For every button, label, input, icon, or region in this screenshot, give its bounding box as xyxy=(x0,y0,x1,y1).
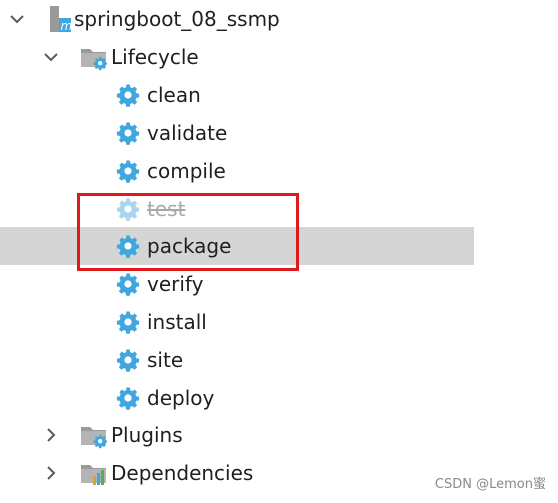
phase-label: verify xyxy=(147,272,204,296)
lifecycle-phase-package[interactable]: package xyxy=(0,227,474,265)
chevron-right-icon[interactable] xyxy=(42,426,60,444)
phase-label: package xyxy=(147,234,232,258)
dependencies-folder-icon xyxy=(80,461,110,487)
plugins-folder-icon xyxy=(80,423,110,449)
lifecycle-phase-verify[interactable]: verify xyxy=(0,265,474,303)
dependencies-label: Dependencies xyxy=(111,461,254,485)
lifecycle-phase-deploy[interactable]: deploy xyxy=(0,379,474,417)
phase-label: validate xyxy=(147,121,228,145)
lifecycle-label: Lifecycle xyxy=(111,45,199,69)
chevron-down-icon[interactable] xyxy=(8,10,26,28)
gear-icon xyxy=(116,159,140,183)
gear-icon xyxy=(116,348,140,372)
gear-icon xyxy=(116,310,140,334)
phase-label-skipped: test xyxy=(147,197,186,221)
watermark: CSDN @Lemon蜜 xyxy=(434,477,546,492)
tree-item-plugins[interactable]: Plugins xyxy=(0,416,474,454)
tree-item-project[interactable]: m springboot_08_ssmp xyxy=(0,0,474,38)
tree-item-dependencies[interactable]: Dependencies xyxy=(0,454,474,492)
project-label: springboot_08_ssmp xyxy=(74,7,280,31)
lifecycle-folder-icon xyxy=(80,45,110,71)
lifecycle-phase-clean[interactable]: clean xyxy=(0,76,474,114)
gear-icon xyxy=(116,234,140,258)
gear-icon xyxy=(116,197,140,221)
plugins-label: Plugins xyxy=(111,423,183,447)
lifecycle-phase-test[interactable]: test xyxy=(0,190,474,228)
lifecycle-phase-install[interactable]: install xyxy=(0,303,474,341)
phase-label: compile xyxy=(147,159,226,183)
gear-icon xyxy=(116,386,140,410)
phase-label: install xyxy=(147,310,207,334)
gear-icon xyxy=(116,121,140,145)
maven-module-icon: m xyxy=(48,6,72,34)
gear-icon xyxy=(116,272,140,296)
chevron-down-icon[interactable] xyxy=(42,48,60,66)
phase-label: deploy xyxy=(147,386,215,410)
phase-label: clean xyxy=(147,83,201,107)
gear-icon xyxy=(116,83,140,107)
lifecycle-phase-validate[interactable]: validate xyxy=(0,114,474,152)
tree-item-lifecycle[interactable]: Lifecycle xyxy=(0,38,474,76)
lifecycle-phase-site[interactable]: site xyxy=(0,341,474,379)
svg-text:m: m xyxy=(61,19,73,33)
lifecycle-phase-compile[interactable]: compile xyxy=(0,152,474,190)
phase-label: site xyxy=(147,348,184,372)
chevron-right-icon[interactable] xyxy=(42,464,60,482)
